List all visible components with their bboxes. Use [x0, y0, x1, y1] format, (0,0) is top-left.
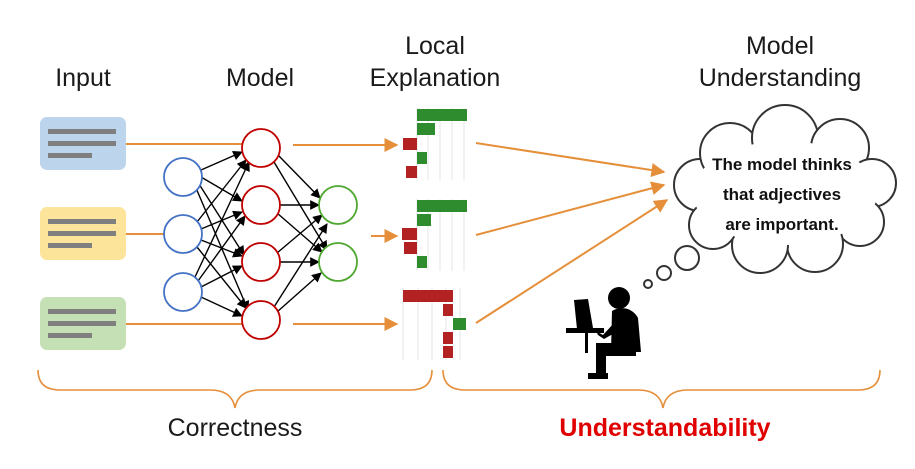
correctness-label: Correctness [167, 414, 303, 442]
explanation-chart-1 [403, 108, 467, 180]
explanation-chart-2 [402, 199, 467, 271]
input-document-yellow [40, 207, 126, 260]
thought-line-3: are important. [725, 215, 839, 234]
model-understanding-header: Model Understanding [680, 30, 880, 94]
understandability-label: Understandability [559, 414, 771, 442]
model-understanding-header-line-2: Understanding [698, 64, 862, 92]
understandability-brace [442, 369, 881, 409]
model-understanding-header-line-1: Model [745, 32, 815, 60]
network-input-neurons [163, 157, 203, 312]
input-document-green [40, 297, 126, 350]
local-explanation-header-line-1: Local [405, 32, 465, 60]
explanation-chart-3 [402, 288, 466, 360]
person-at-laptop-icon [566, 287, 641, 379]
input-connector-lines [126, 143, 242, 325]
input-document-blue [40, 117, 126, 170]
local-explanation-header-line-2: Explanation [369, 64, 501, 92]
explanation-to-understanding-arrows [475, 142, 669, 324]
network-output-neurons [318, 185, 358, 282]
thought-cloud-icon [643, 104, 897, 289]
network-edges [194, 151, 328, 317]
thought-line-2: that adjectives [722, 185, 842, 204]
model-to-explanation-arrows [293, 138, 399, 331]
thought-line-1: The model thinks [712, 155, 852, 174]
model-header: Model [225, 64, 295, 92]
local-explanation-header: Local Explanation [355, 30, 515, 94]
network-hidden-neurons [241, 128, 281, 340]
thought-text: The model thinks that adjectives are imp… [682, 150, 882, 240]
correctness-brace [37, 369, 433, 409]
input-header: Input [55, 64, 111, 92]
